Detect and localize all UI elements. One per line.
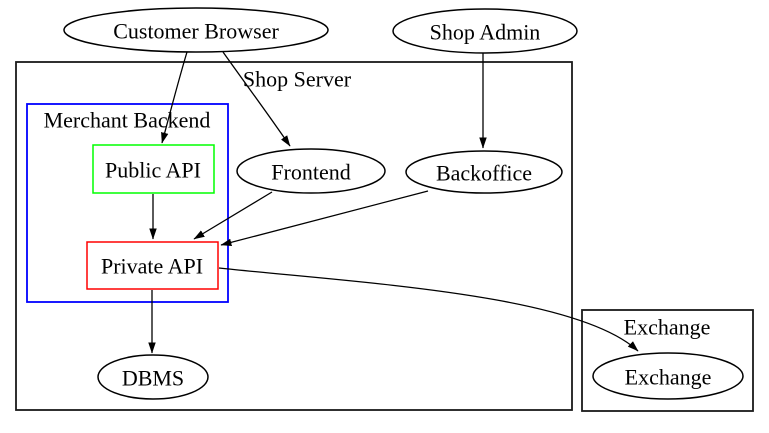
edge-customer-browser-to-frontend bbox=[222, 51, 291, 147]
node-private-api-label: Private API bbox=[101, 254, 203, 279]
node-shop-admin: Shop Admin bbox=[392, 8, 578, 54]
node-exchange-label: Exchange bbox=[625, 365, 712, 390]
node-backoffice: Backoffice bbox=[405, 150, 563, 194]
node-exchange: Exchange bbox=[592, 352, 744, 400]
cluster-shop-server-border bbox=[15, 61, 573, 411]
edge-private-api-to-exchange bbox=[218, 267, 639, 352]
node-frontend-label: Frontend bbox=[271, 160, 350, 185]
node-private-api: Private API bbox=[86, 241, 219, 290]
node-private-api-shape bbox=[86, 241, 219, 290]
cluster-merchant-backend-label: Merchant Backend bbox=[44, 108, 211, 133]
node-frontend: Frontend bbox=[236, 148, 386, 194]
node-exchange-shape bbox=[592, 352, 744, 400]
node-customer-browser-shape bbox=[63, 7, 329, 53]
node-frontend-shape bbox=[236, 148, 386, 194]
node-shop-admin-shape bbox=[392, 8, 578, 54]
node-backoffice-shape bbox=[405, 150, 563, 194]
cluster-merchant-backend: Merchant Backend bbox=[26, 103, 229, 303]
cluster-merchant-backend-border bbox=[26, 103, 229, 303]
edge-backoffice-to-private-api bbox=[220, 190, 429, 246]
cluster-exchange: Exchange bbox=[581, 309, 754, 412]
node-dbms-label: DBMS bbox=[122, 366, 184, 391]
cluster-exchange-border bbox=[581, 309, 754, 412]
node-backoffice-label: Backoffice bbox=[436, 161, 532, 186]
cluster-shop-server-label: Shop Server bbox=[243, 67, 352, 92]
node-customer-browser-label: Customer Browser bbox=[113, 19, 279, 44]
node-dbms: DBMS bbox=[97, 354, 209, 400]
edge-frontend-to-private-api bbox=[193, 191, 273, 240]
node-public-api-label: Public API bbox=[105, 158, 201, 183]
node-public-api: Public API bbox=[92, 144, 215, 194]
cluster-shop-server: Shop Server bbox=[15, 61, 573, 411]
cluster-exchange-label: Exchange bbox=[624, 315, 711, 340]
node-customer-browser: Customer Browser bbox=[63, 7, 329, 53]
node-public-api-shape bbox=[92, 144, 215, 194]
node-dbms-shape bbox=[97, 354, 209, 400]
edge-customer-browser-to-public-api bbox=[161, 51, 188, 144]
node-shop-admin-label: Shop Admin bbox=[430, 20, 541, 45]
